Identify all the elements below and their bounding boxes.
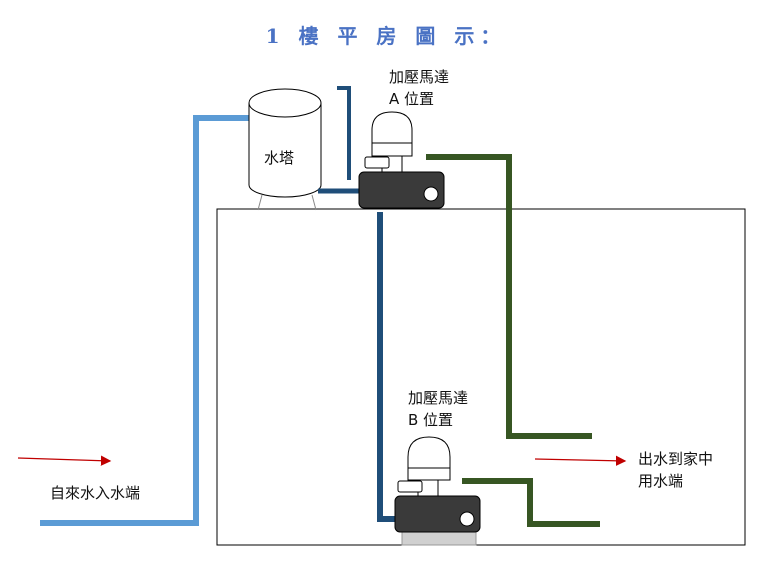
outlet-arrow xyxy=(534,455,627,466)
house-outline xyxy=(216,208,746,546)
pump-b-label-line2: B 位置 xyxy=(408,411,454,429)
outlet-label-line1: 出水到家中 xyxy=(638,450,714,468)
pump-a-label: 加壓馬達 A 位置 xyxy=(389,66,449,110)
inlet-pipe xyxy=(40,115,252,526)
pump-a-label-line2: A 位置 xyxy=(389,90,435,108)
inlet-label: 自來水入水端 xyxy=(50,484,141,502)
water-tower-label: 水塔 xyxy=(264,149,295,167)
outlet-label: 出水到家中 用水端 xyxy=(638,448,713,492)
pump-b-label-line1: 加壓馬達 xyxy=(408,389,469,407)
pump-a-label-line1: 加壓馬達 xyxy=(389,68,450,86)
inlet-arrow xyxy=(17,455,112,466)
pump-b-icon xyxy=(394,436,481,546)
pump-a-riser-pipe xyxy=(337,86,351,180)
page-title: 1 樓 平 房 圖 示： xyxy=(265,24,507,48)
outlet-pipe-a xyxy=(426,154,592,439)
water-tower xyxy=(248,88,322,211)
outlet-pipe-b xyxy=(462,478,600,527)
outlet-label-line2: 用水端 xyxy=(638,472,684,490)
pump-a-icon xyxy=(358,111,445,209)
pump-b-label: 加壓馬達 B 位置 xyxy=(408,387,468,431)
